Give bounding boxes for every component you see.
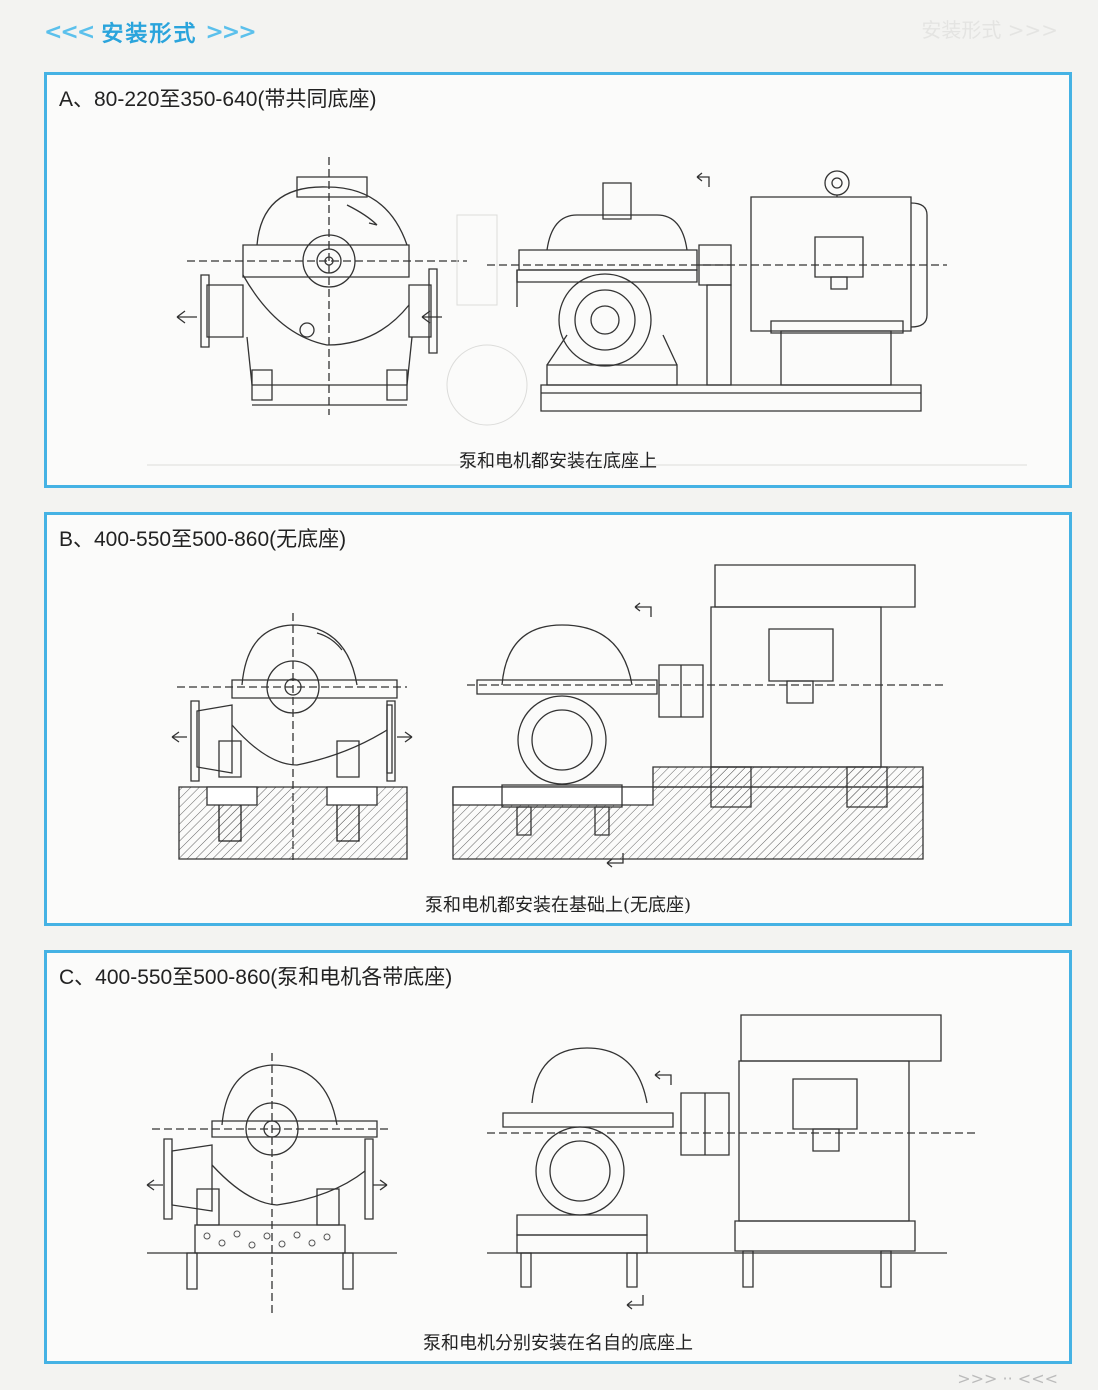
footer-mark: >>> ·· <<< (957, 1369, 1058, 1388)
pump-end-view-c (147, 1053, 397, 1313)
panel-a-caption: 泵和电机都安装在底座上 (459, 451, 657, 472)
background-ghost-a (147, 215, 1027, 465)
panel-c-caption: 泵和电机分别安装在名自的底座上 (423, 1333, 693, 1354)
section-title: 安装形式 (101, 22, 198, 47)
pump-motor-base-a (487, 171, 947, 411)
panel-a-drawing (47, 75, 1069, 485)
panel-c-title: C、400-550至500-860(泵和电机各带底座) (59, 966, 453, 989)
panel-c-drawing (47, 953, 1069, 1361)
right-chevrons: >>> (205, 19, 256, 45)
left-chevrons: <<< (44, 19, 95, 45)
ghost-header: 安装形式 >>> (921, 18, 1058, 42)
panel-b-caption: 泵和电机都安装在基础上(无底座) (424, 895, 692, 916)
section-header: <<< 安装形式 >>> (44, 14, 257, 50)
pump-end-view-a (177, 157, 467, 415)
pump-motor-foundation-b (453, 565, 947, 867)
panel-a: A、80-220至350-640(带共同底座) (44, 72, 1072, 488)
panel-a-title: A、80-220至350-640(带共同底座) (59, 88, 377, 111)
panel-b-drawing (47, 515, 1069, 923)
panel-c: C、400-550至500-860(泵和电机各带底座) (44, 950, 1072, 1364)
pump-motor-separate-bases-c (487, 1015, 977, 1309)
panel-b-title: B、400-550至500-860(无底座) (59, 528, 347, 551)
panel-b: B、400-550至500-860(无底座) (44, 512, 1072, 926)
pump-end-view-b (172, 613, 412, 860)
